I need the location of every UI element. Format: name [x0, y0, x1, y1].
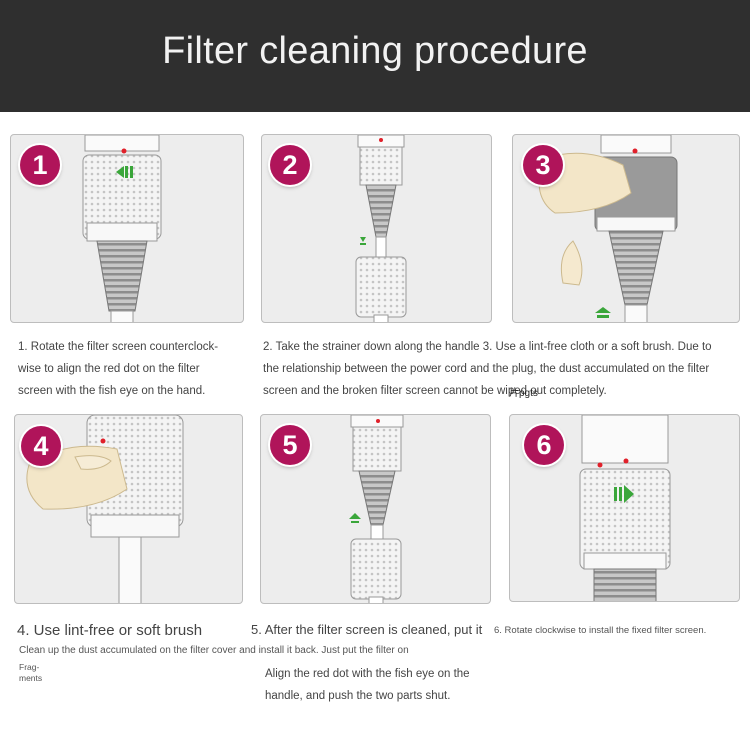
step-6-panel: 6: [509, 414, 740, 602]
step-5-badge: 5: [270, 425, 310, 465]
step-2-caption-line-3: screen and the broken filter screen cann…: [263, 385, 607, 397]
step-5-panel: 5: [260, 414, 491, 604]
step-4-title: 4. Use lint-free or soft brush: [17, 622, 203, 639]
step-5-detail-line-2: handle, and push the two parts shut.: [265, 690, 451, 702]
step-5-illustration: [349, 415, 404, 603]
step-2-illustration: [355, 135, 407, 322]
step-3-illustration: [538, 135, 678, 322]
step-3-badge: 3: [523, 145, 563, 185]
step-2-caption-line-2: the relationship between the power cord …: [263, 363, 710, 375]
step-2-caption-line-1: 2. Take the strainer down along the hand…: [263, 341, 712, 353]
step-1-caption-line-3: screen with the fish eye on the hand.: [18, 385, 206, 397]
header-bar: Filter cleaning procedure: [0, 0, 750, 112]
step-2-panel: 2: [261, 134, 492, 323]
step-6-badge: 6: [524, 425, 564, 465]
step-1-caption-line-2: wise to align the red dot on the filter: [18, 363, 200, 375]
step-2-badge: 2: [270, 145, 310, 185]
step-1-badge: 1: [20, 145, 60, 185]
step-4-fragments-line-2: ments: [19, 673, 43, 683]
page-title: Filter cleaning procedure: [162, 30, 588, 72]
step-1-illustration: [82, 135, 162, 322]
step-5-detail-line-1: Align the red dot with the fish eye on t…: [265, 668, 470, 680]
step-3-panel: 3: [512, 134, 740, 323]
step-1-caption-line-1: 1. Rotate the filter screen counterclock…: [18, 341, 219, 353]
overlay-watermark-mark: 片pgts: [509, 388, 538, 399]
step-4-fragments-line-1: Frag-: [19, 662, 40, 672]
step-4-illustration: [26, 415, 184, 603]
step-6-illustration: [579, 415, 671, 601]
step-4-detail: Clean up the dust accumulated on the fil…: [19, 645, 409, 656]
step-4-badge: 4: [21, 426, 61, 466]
step-6-caption: 6. Rotate clockwise to install the fixed…: [494, 625, 707, 636]
step-5-title: 5. After the filter screen is cleaned, p…: [251, 622, 483, 637]
step-4-panel: 4: [14, 414, 243, 604]
step-1-panel: 1: [10, 134, 244, 323]
